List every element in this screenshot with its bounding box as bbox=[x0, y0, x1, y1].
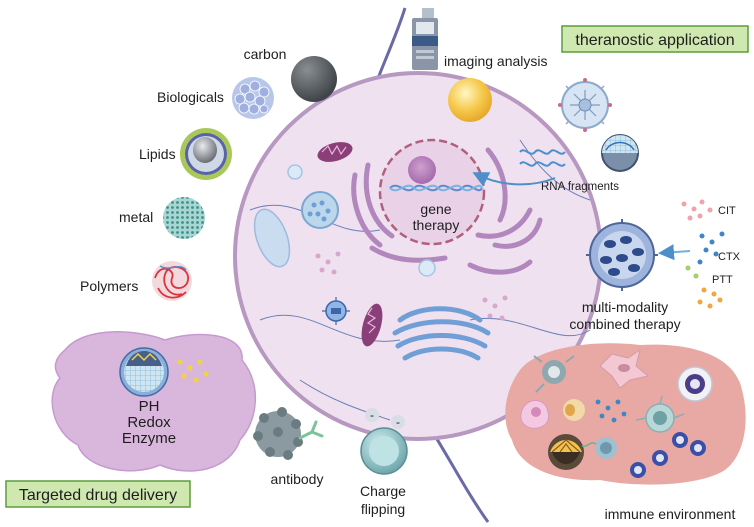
biologicals-label: Biologicals bbox=[157, 89, 224, 105]
gold-sphere-icon bbox=[448, 78, 492, 122]
dendritic-cell-icon bbox=[533, 355, 575, 393]
tumor-cell-blob bbox=[51, 331, 256, 472]
vacuole bbox=[253, 208, 291, 268]
charge-flipping-label-1: Charge bbox=[360, 483, 406, 499]
antibody-particle-icon bbox=[253, 407, 324, 460]
carbon-particle-icon bbox=[291, 56, 337, 102]
ribosome-dots bbox=[315, 251, 508, 321]
golgi-apparatus bbox=[392, 306, 491, 361]
nucleus bbox=[378, 138, 486, 246]
vesicle-1 bbox=[287, 164, 303, 180]
spectrometer-icon bbox=[412, 8, 438, 70]
antibody-label: antibody bbox=[271, 471, 324, 487]
lipid-particle-icon bbox=[180, 128, 232, 180]
nk-cells-icon bbox=[630, 432, 706, 478]
gene-therapy-label-2: therapy bbox=[413, 217, 460, 233]
rna-strands-icon bbox=[519, 149, 566, 167]
ptt-dots bbox=[685, 265, 723, 309]
yellow-cell-icon bbox=[563, 399, 585, 421]
central-cell: gene therapy bbox=[233, 71, 603, 441]
t-cell-icon bbox=[635, 395, 685, 433]
polymers-label: Polymers bbox=[80, 278, 138, 294]
cluster-nanoparticle-icon bbox=[586, 219, 658, 291]
theranostic-label: theranostic application bbox=[575, 32, 734, 49]
imaging-analysis-label: imaging analysis bbox=[444, 53, 548, 69]
metal-label: metal bbox=[119, 209, 153, 225]
nucleolus bbox=[408, 156, 436, 184]
targeted-label-box bbox=[5, 480, 191, 508]
charge-particle-icon bbox=[360, 408, 408, 475]
mitochondrion-2 bbox=[361, 303, 383, 347]
dividing-cell-icon bbox=[548, 434, 584, 470]
cit-label: CIT bbox=[718, 205, 736, 217]
metal-particle-icon bbox=[163, 197, 205, 239]
minus-sign-2: - bbox=[396, 415, 400, 429]
ptt-label: PTT bbox=[712, 274, 733, 286]
multi-modality-label-1: multi-modality bbox=[582, 299, 668, 315]
drug-release-dots bbox=[177, 359, 209, 383]
dna-helix-icon bbox=[389, 184, 483, 192]
enzyme-label: Enzyme bbox=[122, 430, 176, 447]
lipids-label: Lipids bbox=[139, 146, 176, 162]
lymphocyte-icon bbox=[581, 437, 617, 459]
polymer-particle-icon bbox=[152, 261, 192, 301]
virus-particle-icon bbox=[322, 297, 350, 325]
ctx-label: CTX bbox=[718, 251, 741, 263]
cit-dots bbox=[681, 199, 713, 221]
endoplasmic-reticulum bbox=[351, 147, 543, 275]
charge-flipping-label-2: flipping bbox=[361, 501, 405, 517]
carbon-label: carbon bbox=[244, 46, 287, 62]
ctx-dots bbox=[697, 231, 725, 265]
cancer-cell-icon bbox=[520, 400, 550, 429]
multi-modality-label-2: combined therapy bbox=[569, 316, 680, 332]
ph-label: PH bbox=[139, 398, 160, 415]
lysosome bbox=[301, 191, 339, 229]
drug-carrier-icon bbox=[119, 347, 169, 397]
redox-label: Redox bbox=[127, 414, 171, 431]
rna-arrow bbox=[472, 172, 556, 187]
virus-icon bbox=[558, 78, 612, 132]
immune-environment-label: immune environment bbox=[605, 506, 736, 522]
theranostic-label-box bbox=[561, 25, 749, 53]
mitochondrion bbox=[317, 142, 353, 162]
cytokine-dots bbox=[595, 399, 627, 423]
macrophage-icon bbox=[677, 366, 713, 402]
biological-particle-icon bbox=[232, 77, 274, 119]
lipid-nanoparticle-icon bbox=[601, 134, 639, 172]
therapy-arrow bbox=[658, 244, 691, 261]
minus-sign-1: - bbox=[370, 408, 374, 422]
vesicle-2 bbox=[418, 259, 436, 277]
fibroblast-icon bbox=[599, 348, 650, 389]
rna-fragments-label: RNA fragments bbox=[541, 181, 619, 193]
gene-therapy-label-1: gene bbox=[420, 201, 451, 217]
targeted-label: Targeted drug delivery bbox=[19, 487, 177, 504]
